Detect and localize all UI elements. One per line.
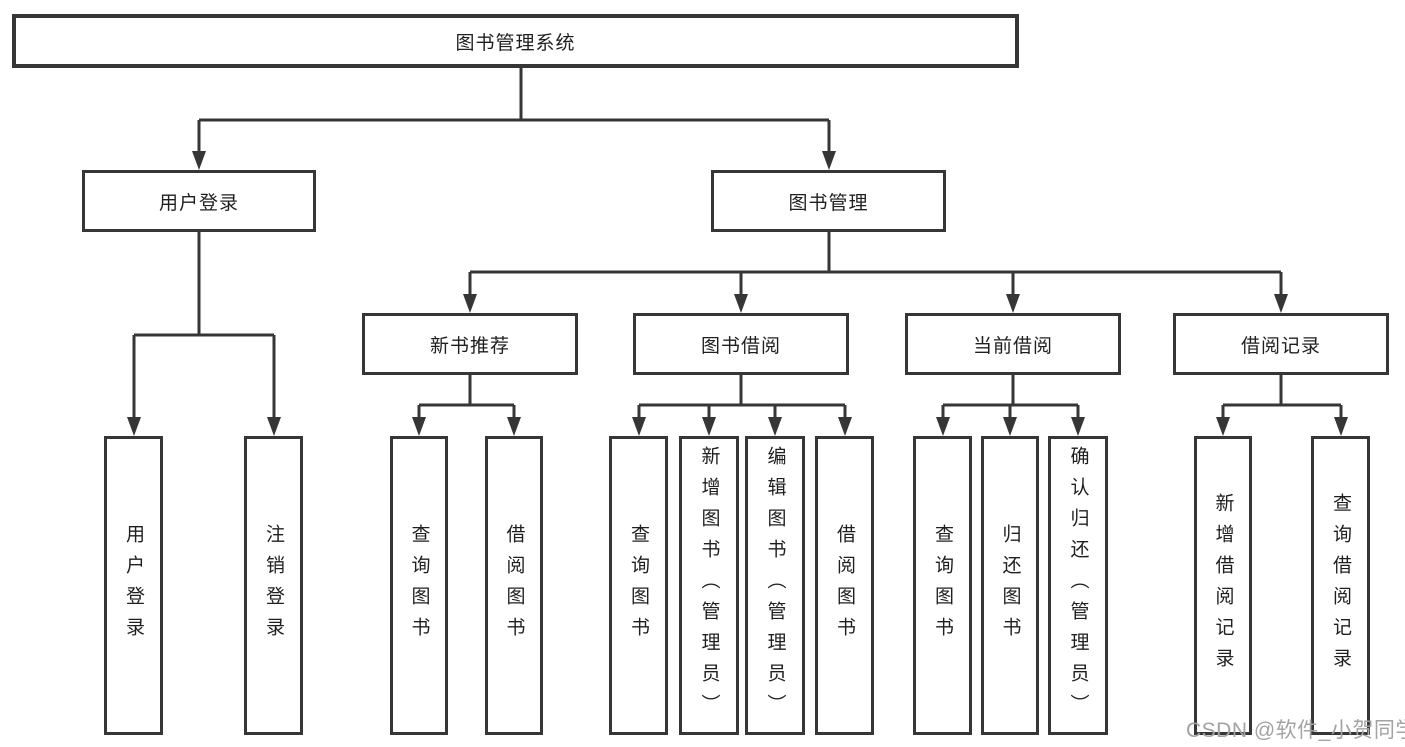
node-borrowing-records: 借阅记录 (1173, 313, 1389, 375)
leaf-return-books: 归还图书 (981, 436, 1039, 735)
node-label: 查询图书 (408, 523, 430, 648)
leaf-edit-book-admin: 编辑图书（管理员） (745, 436, 805, 735)
leaf-borrow-books-recommend: 借阅图书 (485, 436, 543, 735)
node-root: 图书管理系统 (12, 14, 1019, 68)
node-label: 借阅图书 (834, 523, 855, 648)
node-label: 新增借阅记录 (1212, 492, 1234, 679)
node-label: 新书推荐 (429, 335, 510, 357)
node-user-login: 用户登录 (82, 170, 316, 232)
leaf-query-borrow-record: 查询借阅记录 (1311, 436, 1370, 735)
leaf-logout: 注销登录 (244, 436, 303, 735)
node-label: 图书管理系统 (455, 32, 576, 54)
node-label: 当前借阅 (972, 335, 1053, 357)
node-label: 确认归还（管理员） (1067, 446, 1089, 725)
node-label: 新增图书（管理员） (698, 446, 720, 725)
node-label: 图书管理 (788, 192, 869, 214)
node-label: 用户登录 (158, 192, 239, 214)
node-label: 查询图书 (932, 523, 953, 648)
node-label: 查询图书 (628, 523, 649, 648)
arrow-head-icons (127, 151, 1348, 436)
leaf-query-books-recommend: 查询图书 (390, 436, 448, 735)
node-book-borrowing: 图书借阅 (633, 313, 849, 375)
node-label: 借阅记录 (1240, 335, 1321, 357)
leaf-borrow-books-borrowing: 借阅图书 (815, 436, 874, 735)
leaf-add-borrow-record: 新增借阅记录 (1194, 436, 1252, 735)
node-book-management: 图书管理 (711, 170, 946, 232)
node-new-book-recommendation: 新书推荐 (362, 313, 578, 375)
leaf-confirm-return-admin: 确认归还（管理员） (1048, 436, 1108, 735)
leaf-user-login: 用户登录 (104, 436, 163, 735)
leaf-query-books-borrowing: 查询图书 (609, 436, 668, 735)
node-label: 编辑图书（管理员） (764, 446, 786, 725)
node-label: 图书借阅 (700, 335, 781, 357)
node-label: 用户登录 (123, 523, 144, 648)
leaf-add-book-admin: 新增图书（管理员） (679, 436, 739, 735)
node-label: 归还图书 (999, 523, 1021, 648)
node-label: 借阅图书 (503, 523, 525, 648)
connector-paths (132, 68, 1343, 421)
node-current-borrowing: 当前借阅 (905, 313, 1121, 375)
node-label: 注销登录 (263, 523, 284, 648)
node-label: 查询借阅记录 (1330, 492, 1351, 679)
watermark: CSDN @软件_小贺同学 (1186, 719, 1405, 742)
leaf-query-books-current: 查询图书 (913, 436, 972, 735)
